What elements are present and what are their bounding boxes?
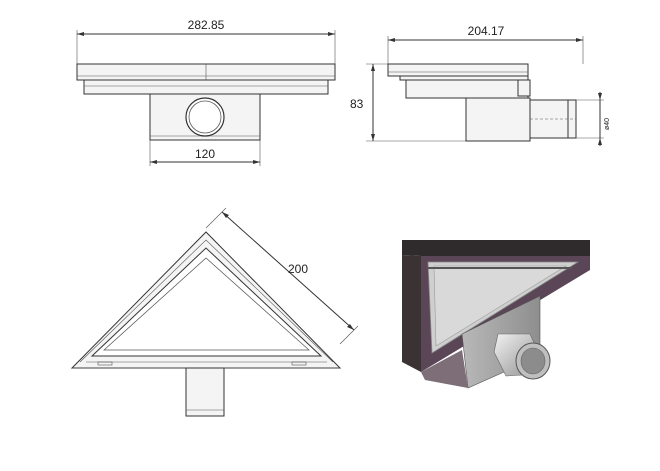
arrow-head: [371, 64, 375, 71]
iso-view: [402, 240, 590, 389]
top-view: 200: [70, 207, 359, 417]
hyp-ext-bottom: [339, 325, 359, 345]
arrow-head: [371, 134, 375, 141]
arrow-head: [598, 93, 602, 100]
side-channel: [405, 79, 529, 99]
iso-back-rim: [402, 240, 590, 256]
arrow-head: [253, 160, 260, 164]
hyp-dim-line: [221, 211, 355, 331]
outlet-circle-inner: [188, 100, 222, 134]
channel-body: [83, 79, 329, 95]
arrow-head: [388, 38, 395, 42]
iso-body-side: [421, 350, 468, 388]
arrow-head: [576, 38, 583, 42]
arrow-head: [598, 138, 602, 145]
outlet-stem: [185, 367, 225, 417]
front-width-label: 282.85: [188, 18, 225, 32]
side-diameter-label: ø40: [604, 118, 611, 130]
top-side-label: 200: [288, 262, 308, 276]
arrow-head: [328, 32, 335, 36]
outlet-circle-outer: [185, 97, 225, 137]
iso-left-wall: [402, 255, 421, 372]
hyp-ext-top: [205, 207, 227, 229]
iso-pipe-hole: [520, 347, 546, 375]
arrow-head: [77, 32, 84, 36]
side-grate-lip: [399, 75, 529, 81]
iso-grate-inner: [433, 265, 568, 347]
arrow-head: [150, 160, 157, 164]
side-view: 204.17 83 ø40: [350, 24, 611, 146]
side-end-cap: [517, 79, 531, 97]
arrow-head: [222, 212, 229, 218]
outlet-width-label: 120: [195, 147, 215, 161]
side-grate-plate: [387, 63, 529, 77]
arrow-head: [347, 324, 354, 330]
slot: [97, 361, 113, 366]
front-view: 282.85 120: [76, 18, 336, 166]
side-outlet-body: [465, 97, 531, 142]
side-width-label: 204.17: [468, 24, 505, 38]
triangle-grate: [103, 257, 310, 351]
side-height-label: 83: [350, 97, 364, 111]
triangle-frame-line: [79, 239, 334, 363]
slot: [291, 361, 307, 366]
